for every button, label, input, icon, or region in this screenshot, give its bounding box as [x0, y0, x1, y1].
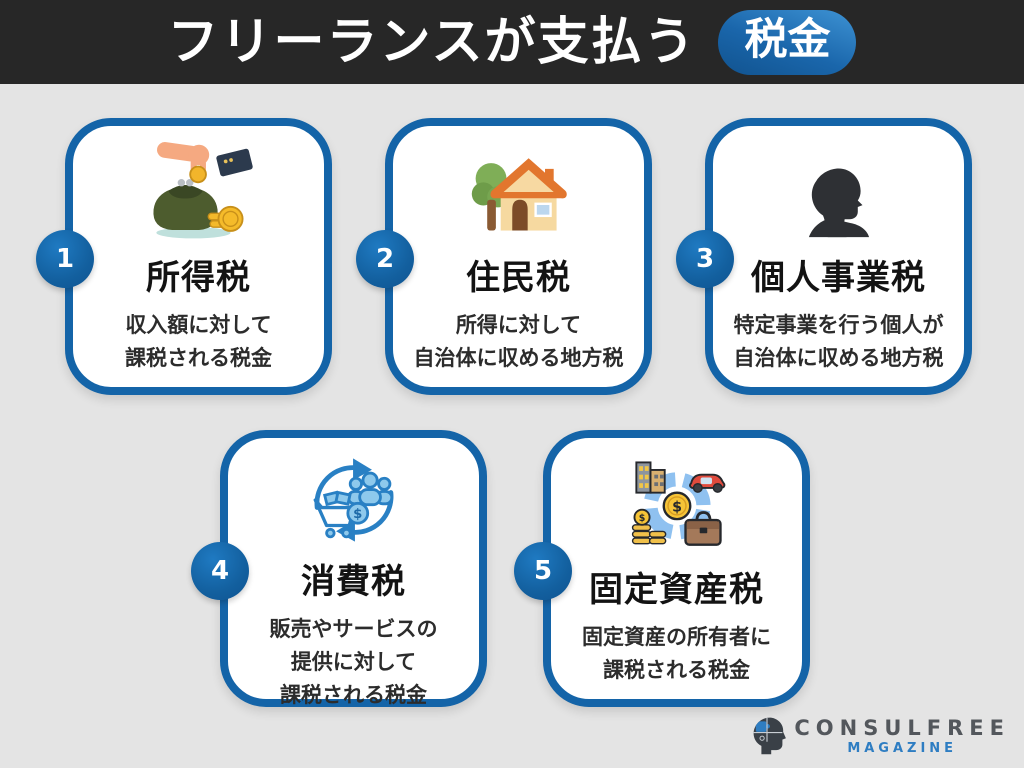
footer-logo: CONSULFREE MAGAZINE	[746, 712, 1010, 760]
card-title: 個人事業税	[751, 258, 926, 298]
person-silhouette-icon	[792, 140, 886, 244]
fixed-assets-icon: $	[625, 452, 729, 556]
number-badge: 3	[676, 230, 734, 288]
card-description: 所得に対して 自治体に収める地方税	[413, 313, 624, 371]
header: フリーランスが支払う 税金	[0, 0, 1024, 84]
card-title: 所得税	[146, 258, 251, 298]
number-badge: 2	[356, 230, 414, 288]
number-badge: 5	[514, 542, 572, 600]
card-resident-tax: 2 住民税 所得に対して 自治体に収める地方税	[356, 118, 652, 395]
svg-text:$: $	[672, 500, 682, 516]
coin-purse-hand-icon	[140, 140, 258, 244]
card-consumption-tax: 4	[191, 430, 487, 707]
puzzle-head-icon	[746, 712, 788, 760]
card-property-tax: 5 $	[514, 430, 810, 707]
card-title: 固定資産税	[589, 570, 764, 610]
brand-subtitle: MAGAZINE	[847, 740, 958, 756]
number-badge: 1	[36, 230, 94, 288]
brand-name: CONSULFREE	[794, 716, 1010, 741]
svg-text:$: $	[353, 507, 362, 522]
card-personal-business-tax: 3 個人事業税 特定事業を行う個人が 自治体に収める地方税	[676, 118, 972, 395]
card-title: 消費税	[301, 562, 406, 602]
house-icon	[466, 140, 572, 244]
card-description: 販売やサービスの 提供に対して 課税される税金	[269, 617, 438, 708]
svg-text:$: $	[638, 513, 645, 524]
logo-text: CONSULFREE MAGAZINE	[794, 716, 1010, 756]
number-badge: 4	[191, 542, 249, 600]
card-description: 特定事業を行う個人が 自治体に収める地方税	[733, 313, 944, 371]
card-title: 住民税	[466, 258, 571, 298]
page-title: フリーランスが支払う	[167, 12, 697, 72]
card-description: 固定資産の所有者に 課税される税金	[582, 625, 771, 683]
tax-badge-pill: 税金	[718, 9, 857, 75]
circular-economy-cart-icon: $	[302, 452, 406, 548]
card-description: 収入額に対して 課税される税金	[125, 313, 272, 371]
card-income-tax: 1	[36, 118, 332, 395]
